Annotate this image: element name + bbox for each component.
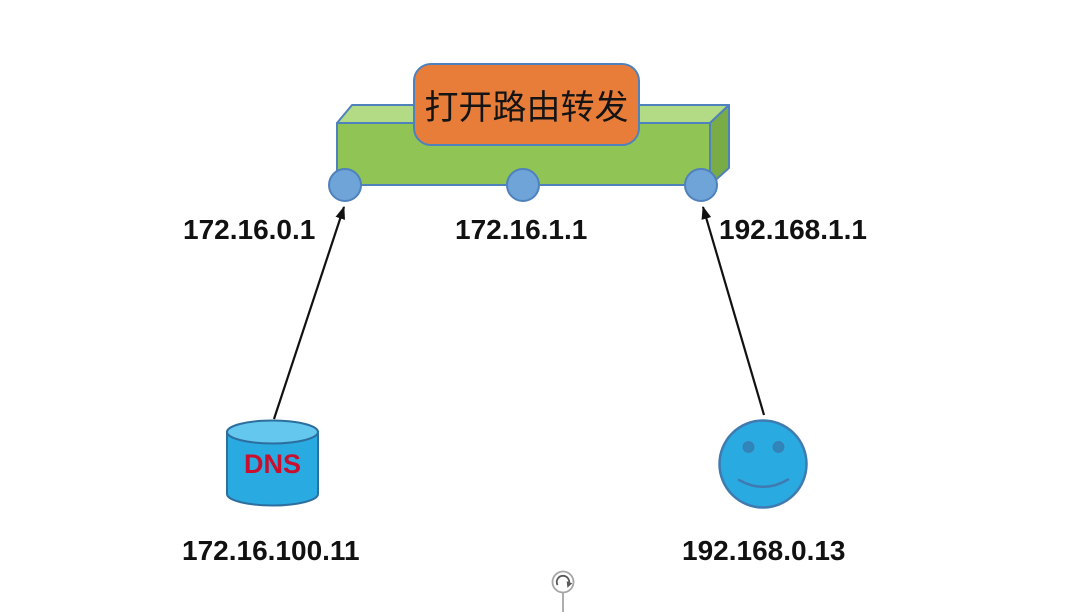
router-port-2-ip-label: 172.16.1.1	[455, 214, 588, 245]
rotate-handle[interactable]	[551, 570, 575, 612]
arrow-dns-to-router	[272, 206, 346, 420]
client-smiley-face-icon	[718, 419, 808, 509]
smiley-right-eye	[772, 441, 785, 453]
dns-server-label: DNS	[243, 449, 301, 479]
dns-cylinder-body	[226, 431, 319, 507]
smiley-left-eye	[742, 441, 755, 453]
router-label: 打开路由转发	[413, 63, 640, 146]
rotate-clockwise-icon	[555, 574, 573, 588]
smiley-mouth	[737, 478, 790, 489]
arrow-client-to-router	[701, 206, 766, 416]
dns-server-cylinder-icon	[226, 419, 319, 507]
router-port-2	[506, 168, 540, 202]
router-port-3-ip-label: 192.168.1.1	[719, 214, 867, 245]
router-port-1-ip-label: 172.16.0.1	[183, 214, 316, 245]
smiley-head	[718, 419, 808, 509]
router-port-3	[684, 168, 718, 202]
dns-cylinder-top	[226, 419, 319, 445]
rotate-handle-circle[interactable]	[551, 570, 575, 594]
router-port-1	[328, 168, 362, 202]
dns-server-ip-label: 172.16.100.11	[182, 535, 360, 566]
client-ip-label: 192.168.0.13	[682, 535, 846, 566]
